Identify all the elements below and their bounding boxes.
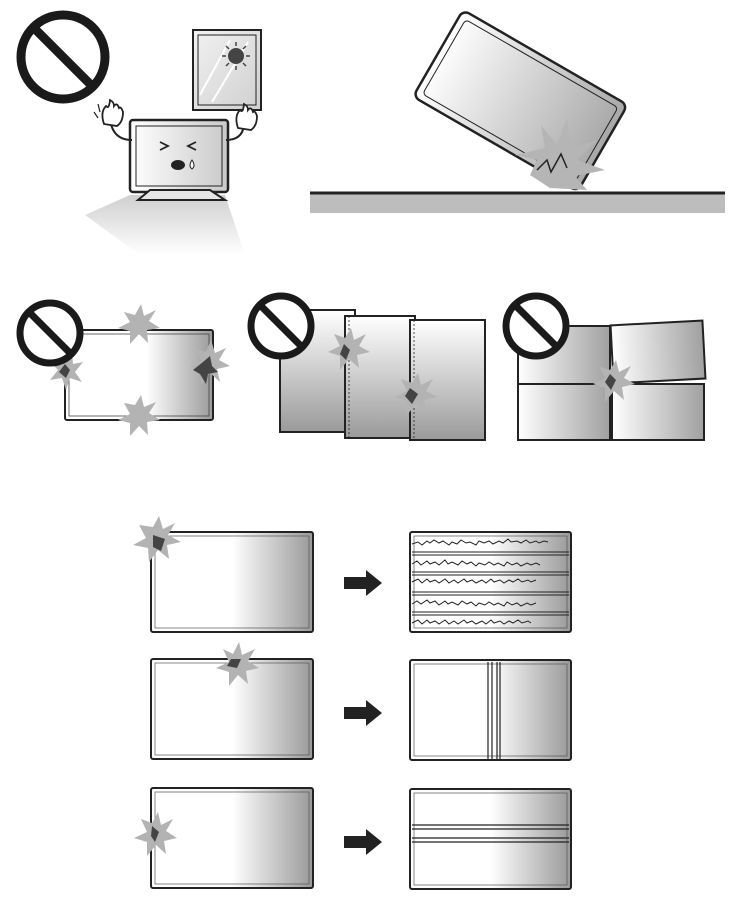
arrow-right-icon: [344, 700, 382, 726]
result-horizontal-lines: [409, 788, 572, 890]
floor-shadow: [85, 195, 245, 255]
scene-no-direct-sunlight: [85, 29, 262, 255]
scene-no-edge-impact: [50, 304, 230, 436]
impact-left-edge-panel: [134, 787, 314, 889]
impact-corner-panel: [133, 516, 314, 633]
prohibit-icon: [247, 292, 315, 360]
arrow-right-icon: [344, 829, 382, 855]
floor: [310, 193, 725, 213]
result-vertical-lines: [409, 659, 572, 761]
impact-burst-icon: [133, 516, 181, 562]
window-with-sun: [192, 29, 262, 111]
prohibit-icon: [502, 292, 570, 360]
falling-panel: [414, 11, 627, 191]
impact-burst-icon: [134, 812, 177, 856]
impact-top-edge-panel: [150, 642, 314, 760]
prohibit-icon: [16, 10, 110, 104]
impact-burst-icon: [216, 642, 259, 686]
sun-icon: [222, 42, 250, 70]
prohibit-icon: [16, 299, 84, 367]
impact-burst-icon: [593, 360, 635, 402]
scene-panel-corner-drop: [310, 11, 725, 213]
impact-burst-icon: [515, 118, 605, 190]
result-horizontal-noise-lines: [409, 531, 572, 633]
distressed-tv: [93, 98, 258, 201]
arrow-right-icon: [344, 570, 382, 596]
